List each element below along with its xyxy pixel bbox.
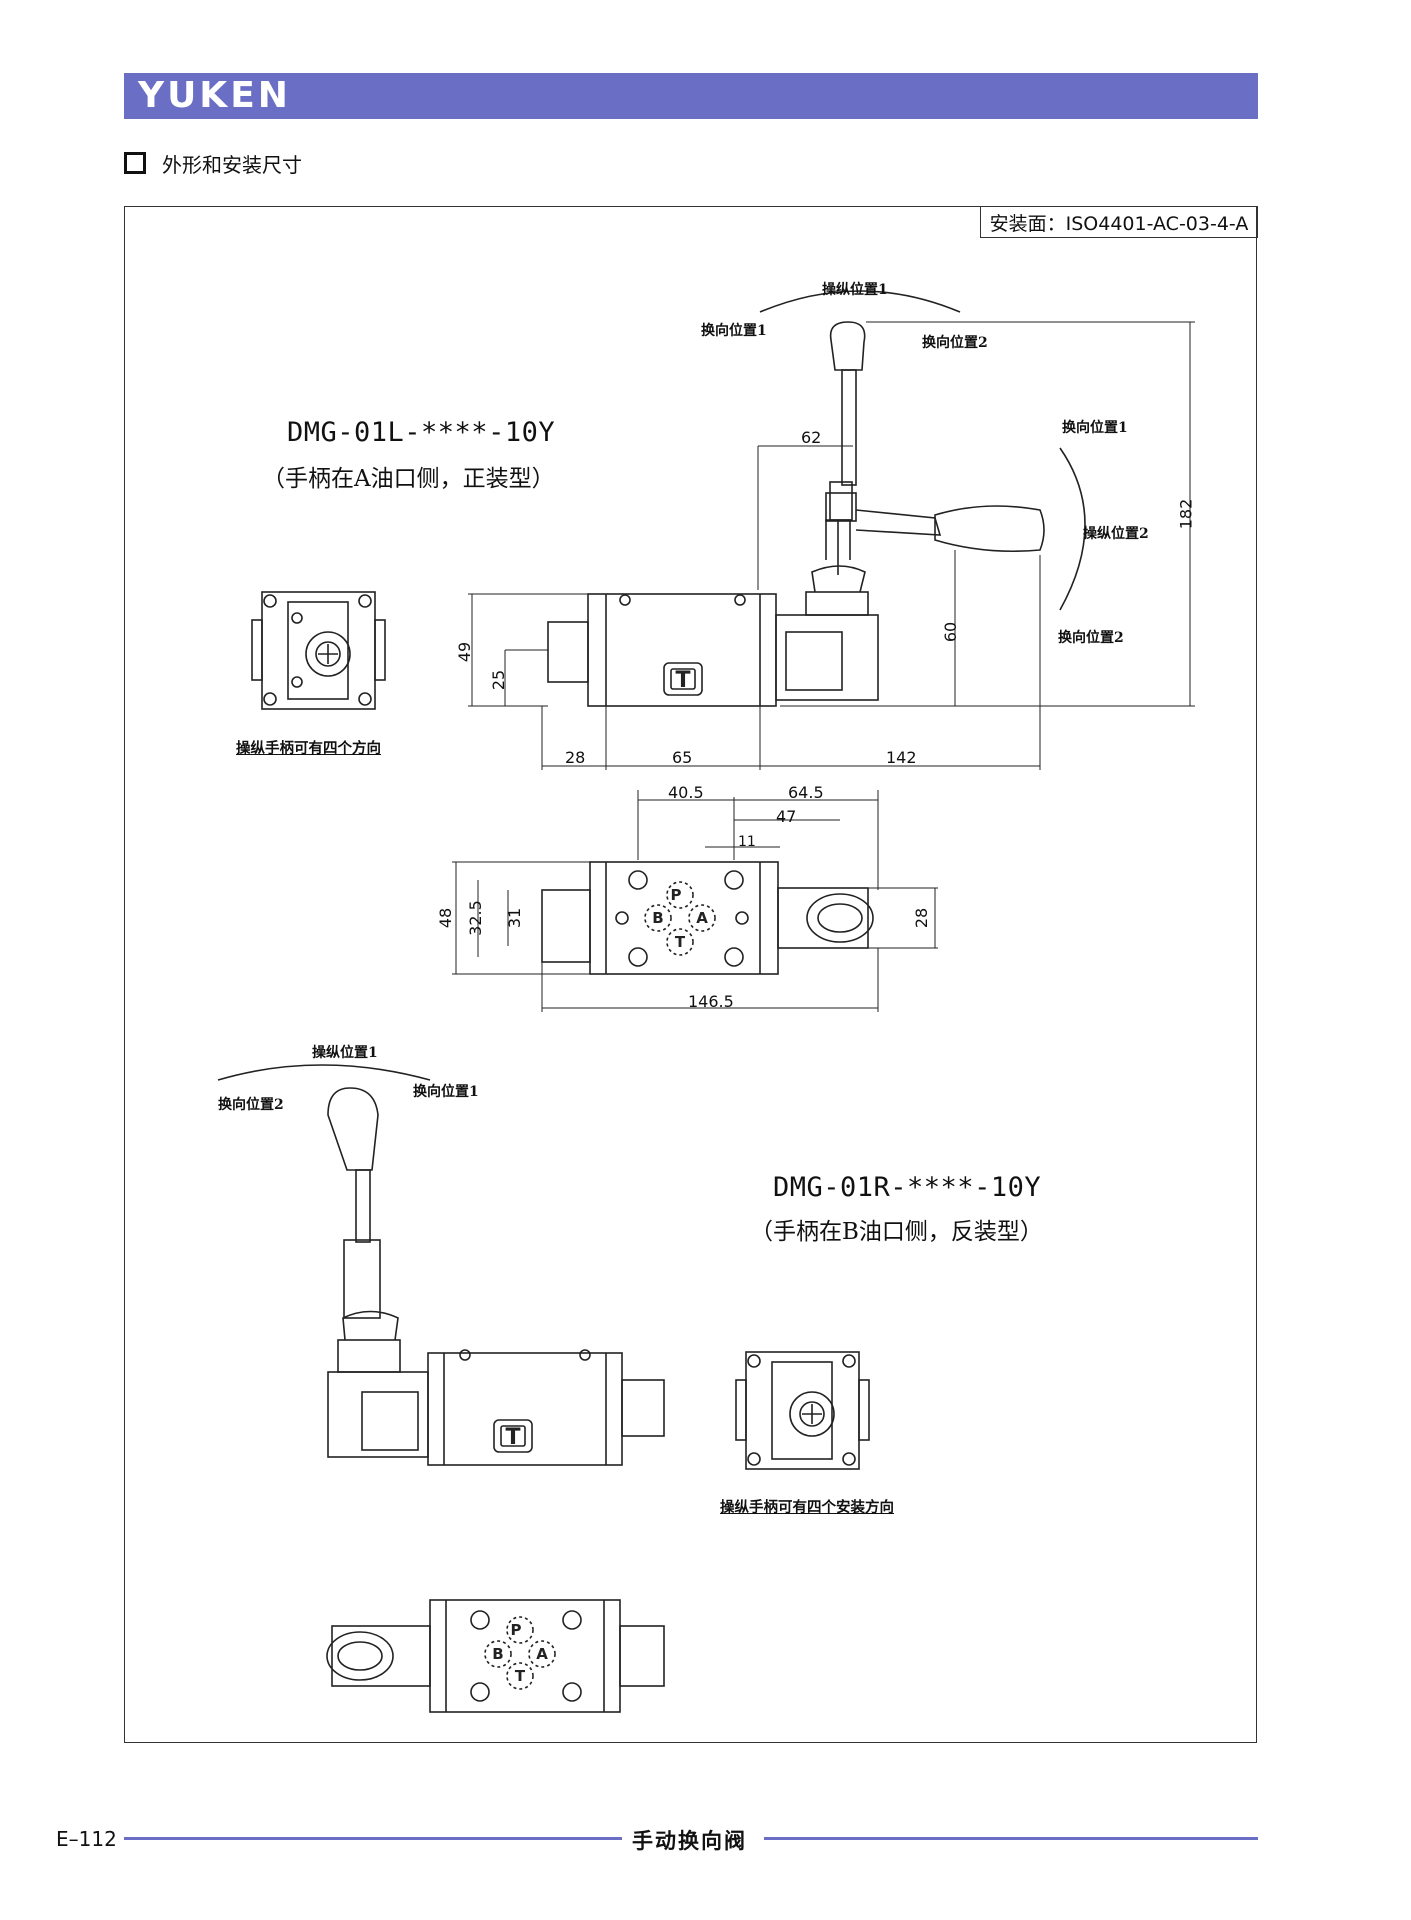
square-bullet-icon (124, 152, 146, 174)
left-side-sw-pos2-label: 换向位置2 (1058, 630, 1124, 646)
right-handle-note: 操纵手柄可有四个安装方向 (720, 1499, 894, 1516)
dim-48: 48 (436, 907, 456, 929)
mounting-surface-label: 安装面：ISO4401-AC-03-4-A (980, 206, 1258, 238)
left-top-dims (452, 790, 938, 1012)
right-sw-pos2-label: 换向位置2 (218, 1097, 284, 1113)
dim-47: 47 (776, 807, 797, 826)
dim-142: 142 (886, 748, 917, 767)
right-side-view (217, 1064, 665, 1466)
left-port-t: T (675, 933, 686, 951)
left-arc-arrows (759, 290, 1086, 611)
dim-65: 65 (672, 748, 693, 767)
footer-rule-right (764, 1837, 1258, 1840)
page-number: E–112 (56, 1827, 117, 1851)
left-port-p: P (671, 886, 682, 904)
footer-title: 手动换向阀 (632, 1828, 747, 1853)
section-title-text: 外形和安装尺寸 (162, 152, 302, 177)
left-side-op-pos2-label: 操纵位置2 (1083, 526, 1149, 542)
right-port-p: P (511, 1621, 522, 1639)
left-model-name: DMG-01L-****-10Y (287, 417, 556, 448)
dim-28-b: 28 (912, 907, 932, 929)
dim-62: 62 (801, 428, 822, 447)
dim-31: 31 (505, 907, 525, 929)
brand-logo: YUKEN (138, 75, 291, 116)
dim-28: 28 (565, 748, 586, 767)
left-side-dims (468, 321, 1195, 770)
dim-25: 25 (489, 669, 509, 691)
left-port-a: A (696, 909, 708, 927)
right-op-pos1-label: 操纵位置1 (312, 1045, 378, 1061)
left-side-view (547, 321, 1045, 707)
drawing-frame (124, 206, 1257, 1743)
right-port-a: A (536, 1645, 548, 1663)
left-side-sw-pos1-label: 换向位置1 (1062, 420, 1128, 436)
dim-11: 11 (738, 834, 756, 850)
left-sw-pos2-label: 换向位置2 (922, 335, 988, 351)
right-end-view (735, 1351, 870, 1470)
footer-rule-left (124, 1837, 622, 1840)
left-model-subtitle: （手柄在A油口侧，正装型） (262, 466, 555, 492)
dim-182: 182 (1176, 498, 1196, 530)
section-title: 外形和安装尺寸 (124, 150, 302, 177)
right-port-b: B (492, 1645, 503, 1663)
right-model-subtitle: （手柄在B油口侧，反装型） (750, 1219, 1043, 1245)
left-body-mark: T (675, 668, 690, 693)
right-top-view (326, 1599, 665, 1713)
right-body-mark: T (505, 1425, 520, 1450)
dim-60: 60 (941, 621, 961, 643)
left-op-pos1-label: 操纵位置1 (822, 282, 888, 298)
right-sw-pos1-label: 换向位置1 (413, 1084, 479, 1100)
header-bar (124, 73, 1258, 119)
left-top-view (541, 861, 874, 975)
left-port-b: B (652, 909, 663, 927)
left-handle-note: 操纵手柄可有四个方向 (236, 740, 381, 757)
right-port-t: T (515, 1667, 526, 1685)
dim-64-5: 64.5 (788, 783, 824, 802)
left-sw-pos1-label: 换向位置1 (701, 323, 767, 339)
dim-146-5: 146.5 (688, 992, 734, 1011)
dim-49: 49 (455, 641, 475, 663)
right-model-name: DMG-01R-****-10Y (773, 1172, 1042, 1203)
dim-32-5: 32.5 (465, 900, 485, 936)
dim-40-5: 40.5 (668, 783, 704, 802)
left-end-view (251, 591, 386, 710)
